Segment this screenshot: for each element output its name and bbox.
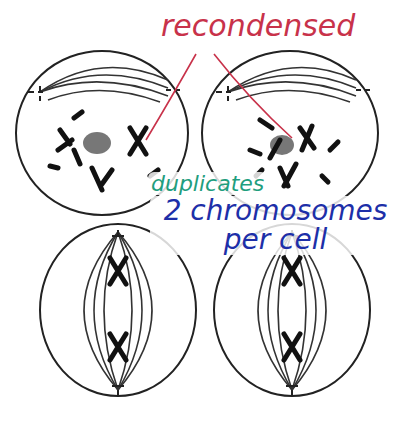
annotation-green: duplicates	[148, 172, 267, 195]
annotation-blue: 2 chromosomes per cell	[150, 196, 401, 255]
leader-lines	[146, 54, 292, 140]
annotation-red: recondensed	[158, 10, 358, 42]
